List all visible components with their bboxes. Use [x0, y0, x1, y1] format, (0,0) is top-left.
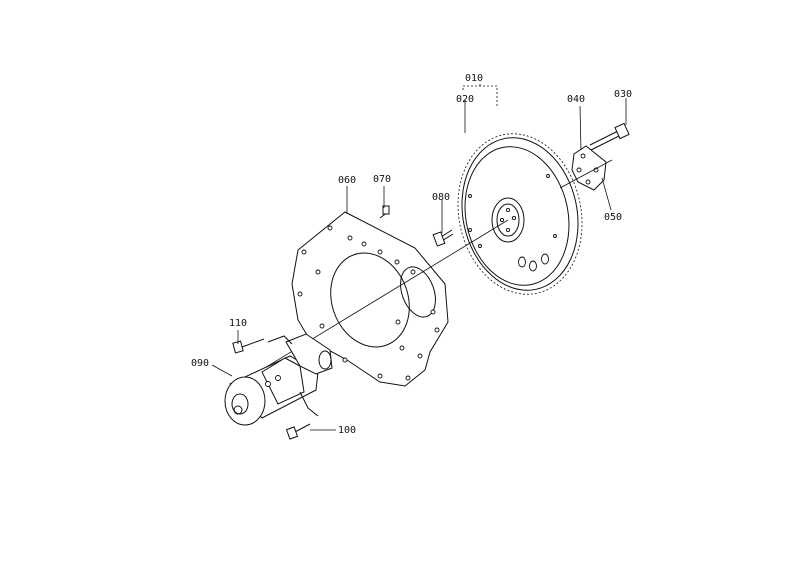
assembly-axis	[234, 219, 509, 387]
callout-090: 090	[191, 358, 209, 369]
callout-100: 100	[338, 425, 356, 436]
callout-110: 110	[229, 318, 247, 329]
flywheel	[457, 133, 583, 295]
bolt-110	[232, 338, 265, 354]
callout-070: 070	[373, 174, 391, 185]
bolt-030	[589, 122, 630, 151]
callout-040: 040	[567, 94, 585, 105]
callout-060: 060	[338, 175, 356, 186]
flywheel-housing-plate	[291, 211, 449, 387]
leader-lines	[211, 84, 627, 431]
callout-080: 080	[432, 192, 450, 203]
callout-020: 020	[456, 94, 474, 105]
starter-motor	[224, 333, 333, 426]
callout-030: 030	[614, 89, 632, 100]
plate-040	[559, 145, 613, 191]
bolt-100	[285, 423, 311, 440]
callout-010: 010	[465, 73, 483, 84]
bolt-070	[379, 205, 390, 219]
callout-050: 050	[604, 212, 622, 223]
bolt-080	[432, 229, 454, 247]
